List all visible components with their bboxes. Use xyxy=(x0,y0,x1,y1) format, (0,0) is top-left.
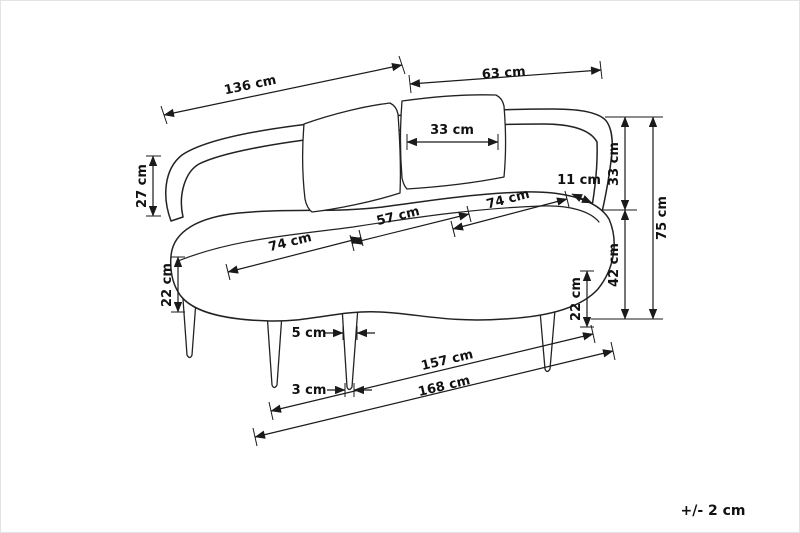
dim-seat-height-label: 42 cm xyxy=(607,243,622,287)
sofa-leg-front-left xyxy=(266,312,283,389)
dim-seat-length-label: 157 cm xyxy=(420,347,475,374)
dim-backrest-above-seat-label: 33 cm xyxy=(607,142,622,186)
sofa-leg-front-middle xyxy=(341,306,359,391)
dim-chaise-depth: 63 cm xyxy=(408,60,603,94)
dim-pillow-width-label: 33 cm xyxy=(430,123,474,138)
dim-chaise-depth-label: 63 cm xyxy=(481,64,526,82)
dim-total-height: 75 cm xyxy=(648,116,670,320)
dim-frame-thickness-label: 11 cm xyxy=(557,173,601,188)
dim-base-height-left-label: 22 cm xyxy=(160,263,175,307)
dim-leg-width-bottom: 3 cm xyxy=(292,383,372,398)
dim-base-height-right-label: 22 cm xyxy=(569,277,584,321)
dim-backrest-above-seat: 33 cm xyxy=(607,116,630,211)
dim-backrest-height-label: 27 cm xyxy=(135,164,150,208)
dim-total-length-label: 168 cm xyxy=(417,373,472,400)
dim-leg-width-bottom-label: 3 cm xyxy=(292,383,327,398)
sofa-leg-back-left xyxy=(182,298,197,359)
dim-leg-width-top: 5 cm xyxy=(292,326,375,341)
dim-backrest-height: 27 cm xyxy=(135,155,161,217)
dim-base-height-left: 22 cm xyxy=(160,256,185,313)
dim-leg-width-top-label: 5 cm xyxy=(292,326,327,341)
dim-pillow-width: 33 cm xyxy=(406,123,499,150)
dim-frame-thickness: 11 cm xyxy=(557,173,601,204)
tolerance-note: +/- 2 cm xyxy=(680,503,745,519)
dim-base-height-right: 22 cm xyxy=(569,270,594,328)
dim-back-width-label: 136 cm xyxy=(223,73,278,99)
dim-seat-height: 42 cm xyxy=(607,209,630,320)
dim-total-height-label: 75 cm xyxy=(655,196,670,240)
pillow-left xyxy=(301,102,402,213)
sofa-leg-right xyxy=(539,309,556,373)
